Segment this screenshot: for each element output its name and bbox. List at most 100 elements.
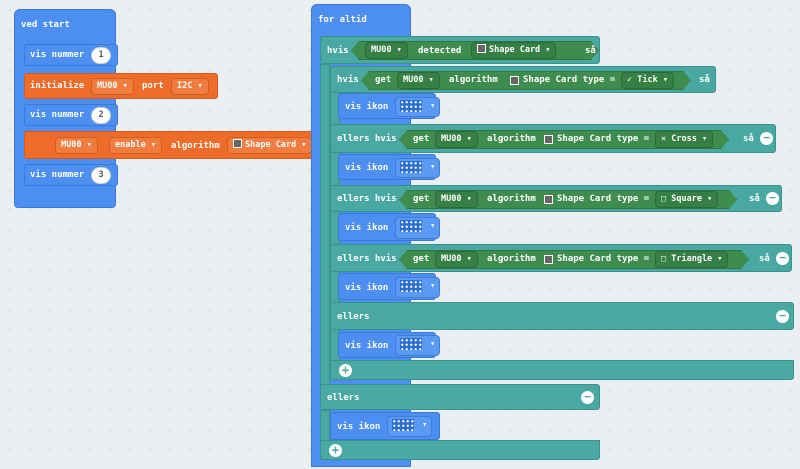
card-icon [544, 135, 553, 144]
hvis-label: hvis [337, 75, 359, 85]
ellers-hvis-label: ellers hvis [337, 254, 397, 264]
led-square-icon [400, 219, 422, 232]
device-dropdown[interactable]: MU00 [365, 42, 408, 59]
icon-picker-outer-else[interactable] [387, 416, 433, 437]
outer-else-header[interactable]: ellers − [320, 384, 600, 410]
get-label: get [413, 254, 430, 264]
card-icon [233, 139, 242, 148]
algorithm-label: algorithm [171, 141, 220, 151]
get-label: get [413, 134, 430, 144]
algorithm-label: algorithm [449, 75, 498, 85]
vis-ikon-outer-else[interactable]: vis ikon [330, 412, 440, 440]
remove-else-icon[interactable]: − [581, 391, 594, 404]
hvis-label: hvis [327, 46, 349, 56]
outer-if-header[interactable]: hvis MU00 detected Shape Card så [320, 36, 600, 64]
ved-start-label: ved start [21, 20, 70, 30]
algorithm-label: algorithm [487, 134, 536, 144]
elseif-square-header[interactable]: ellers hvis get MU00 algorithm Shape Car… [330, 185, 782, 212]
vis-ikon-label: vis ikon [345, 102, 389, 112]
condition-cross[interactable] [399, 130, 729, 149]
led-triangle-icon [400, 279, 422, 292]
algorithm-label: algorithm [487, 194, 536, 204]
port-label: port [142, 81, 164, 91]
card-icon [477, 44, 486, 53]
saa-label: så [759, 254, 770, 264]
vis-ikon-label: vis ikon [345, 223, 389, 233]
add-branch-icon[interactable]: + [329, 444, 342, 457]
card-type-label: Shape Card type = [523, 75, 616, 85]
add-branch-icon[interactable]: + [339, 364, 352, 377]
device-dropdown[interactable]: MU00 [397, 72, 440, 89]
enable-algorithm-block[interactable]: MU00 enable algorithm Shape Card [24, 131, 329, 159]
elseif-cross-header[interactable]: ellers hvis get MU00 algorithm Shape Car… [330, 124, 776, 153]
condition-square[interactable] [399, 190, 737, 209]
if-tick-header[interactable]: hvis get MU00 algorithm Shape Card type … [330, 66, 716, 93]
vis-nummer-block-3[interactable]: vis nummer 3 [24, 164, 118, 186]
icon-picker-square[interactable] [395, 217, 441, 239]
device-dropdown[interactable]: MU00 [91, 78, 134, 95]
algorithm-value: Shape Card [245, 140, 297, 150]
inner-else-header[interactable]: ellers − [330, 302, 794, 330]
card-icon [510, 76, 519, 85]
remove-branch-icon[interactable]: − [766, 192, 779, 205]
detected-label: detected [418, 46, 462, 56]
led-sad-face-icon [392, 418, 414, 431]
elseif-triangle-header[interactable]: ellers hvis get MU00 algorithm Shape Car… [330, 244, 792, 272]
saa-label: så [749, 194, 760, 204]
get-label: get [375, 75, 392, 85]
led-cross-icon [400, 160, 422, 173]
type-dropdown-tick[interactable]: ✓ Tick [621, 72, 674, 89]
number-input-2[interactable]: 2 [91, 107, 111, 124]
vis-ikon-square[interactable]: vis ikon [338, 213, 441, 241]
icon-picker-inner-else[interactable] [395, 335, 441, 356]
number-input-1[interactable]: 1 [91, 47, 111, 64]
vis-ikon-cross[interactable]: vis ikon [338, 154, 441, 180]
ellers-label: ellers [337, 312, 370, 322]
vis-nummer-block-1[interactable]: vis nummer 1 [24, 44, 118, 66]
algorithm-value: Shape Card [489, 45, 541, 55]
algorithm-label: algorithm [487, 254, 536, 264]
initialize-block[interactable]: initialize MU00 port I2C [24, 73, 218, 99]
for-altid-label: for altid [318, 15, 367, 25]
icon-picker-triangle[interactable] [395, 277, 441, 298]
remove-branch-icon[interactable]: − [760, 132, 773, 145]
vis-ikon-label: vis ikon [345, 163, 389, 173]
led-tick-icon [400, 99, 422, 112]
vis-nummer-block-2[interactable]: vis nummer 2 [24, 104, 118, 126]
remove-branch-icon[interactable]: − [776, 252, 789, 265]
ellers-hvis-label: ellers hvis [337, 134, 397, 144]
type-dropdown-cross[interactable]: ✕ Cross [655, 131, 714, 148]
ellers-hvis-label: ellers hvis [337, 194, 397, 204]
icon-picker-cross[interactable] [395, 158, 441, 178]
card-icon [544, 195, 553, 204]
card-type-label: Shape Card type = [557, 134, 650, 144]
device-dropdown[interactable]: MU00 [55, 137, 98, 154]
saa-label: så [743, 134, 754, 144]
inner-if-footer: + [330, 360, 794, 380]
remove-else-icon[interactable]: − [776, 310, 789, 323]
condition-tick[interactable] [361, 71, 691, 90]
vis-ikon-tick[interactable]: vis ikon [338, 93, 441, 119]
vis-ikon-label: vis ikon [337, 422, 381, 432]
outer-else-spine [320, 410, 330, 442]
type-dropdown-triangle[interactable]: □ Triangle [655, 251, 729, 268]
port-dropdown[interactable]: I2C [171, 78, 209, 95]
vis-ikon-triangle[interactable]: vis ikon [338, 273, 441, 300]
device-dropdown[interactable]: MU00 [435, 191, 478, 208]
get-label: get [413, 194, 430, 204]
type-dropdown-square[interactable]: □ Square [655, 191, 719, 208]
icon-picker-tick[interactable] [395, 97, 441, 117]
device-dropdown[interactable]: MU00 [435, 251, 478, 268]
vis-ikon-inner-else[interactable]: vis ikon [338, 332, 441, 358]
saa-label: så [585, 46, 596, 56]
vis-nummer-label: vis nummer [30, 170, 85, 180]
algorithm-dropdown[interactable]: Shape Card [227, 137, 313, 154]
algorithm-dropdown[interactable]: Shape Card [471, 42, 557, 59]
vis-nummer-label: vis nummer [30, 110, 85, 120]
device-dropdown[interactable]: MU00 [435, 131, 478, 148]
vis-ikon-label: vis ikon [345, 283, 389, 293]
card-type-label: Shape Card type = [557, 194, 650, 204]
enable-dropdown[interactable]: enable [109, 137, 162, 154]
vis-ikon-label: vis ikon [345, 341, 389, 351]
number-input-3[interactable]: 3 [91, 167, 111, 184]
